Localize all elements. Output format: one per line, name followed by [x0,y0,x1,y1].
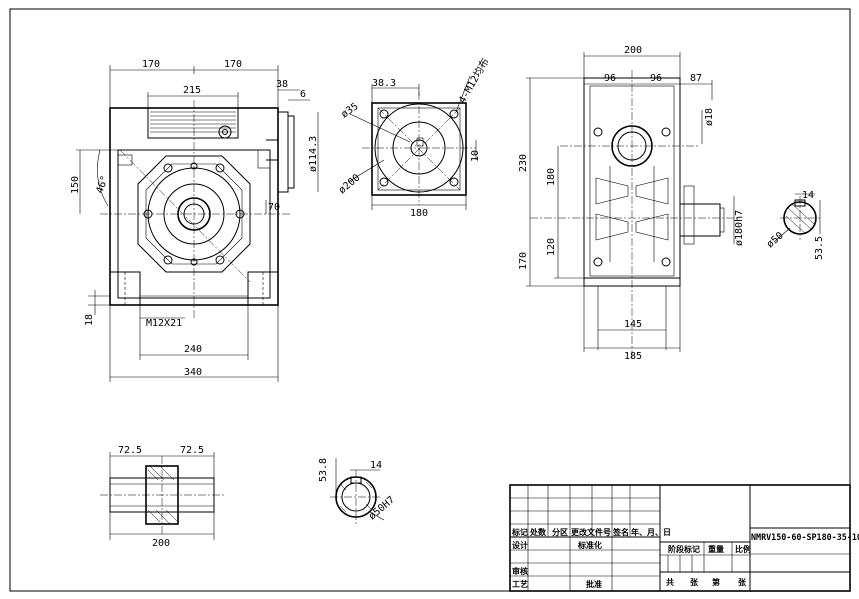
dim-hollow-left: 72.5 [118,445,142,456]
shaft-section [773,193,821,243]
dim-flange-thk: 6 [300,89,306,100]
dim-angle: 46° [94,174,111,195]
hollow-shaft [100,452,224,540]
dim-half-left: 170 [142,59,160,70]
drawing-border [9,8,851,592]
dim-pcd: ø200 [337,172,363,196]
front-view [76,65,319,382]
dim-flange-offset: 38 [276,79,288,90]
dim-side-upper: 180 [546,168,557,186]
dim-hollow-right: 72.5 [180,445,204,456]
tb-process: 工艺 [512,579,528,589]
tb-sign: 签名 [612,527,629,537]
tb-date: 年、月、日 [631,527,671,537]
tb-approve: 批准 [586,579,602,589]
tb-mark: 标记 [511,527,528,537]
dim-side-overall: 200 [624,45,642,56]
dim-base-thk: 18 [84,314,95,326]
flange-view [347,75,477,210]
dim-flange-dia: ø114.3 [308,136,319,172]
bore-section-labels: 53.8 14 ø50H7 [318,458,397,522]
tb-model: NMRV150-60-SP180-35-10 [751,532,859,542]
hollow-shaft-labels: 72.5 72.5 200 [118,445,204,549]
tb-page: 第 [712,577,720,587]
dim-shaft-dia: ø50 [765,230,786,250]
dim-output-dia: ø180h7 [734,210,745,246]
side-view-labels: 200 96 96 87 ø18 230 180 120 170 ø180h7 … [518,45,745,362]
title-block-labels: 标记 处数 分区 更改文件号 签名 年、月、日 设计 标准化 审核 工艺 批准 … [511,527,859,589]
bore-section [330,458,385,524]
dim-shaft-key-w: 14 [802,190,814,201]
tb-count: 处数 [529,527,547,537]
dim-overall-width: 340 [184,367,202,378]
tb-scale: 比例 [735,544,751,554]
title-block [509,484,851,592]
tb-zone: 分区 [552,527,568,537]
dim-shaft-ext: 87 [690,73,702,84]
tb-sheets: 张 [690,578,699,587]
front-view-labels: 170 170 215 38 6 ø114.3 150 46° 70 18 M1… [70,59,319,378]
dim-height: 150 [70,176,81,194]
dim-foot-inner: 145 [624,319,642,330]
side-view [526,52,740,360]
dim-side-left: 96 [604,73,616,84]
dim-bore-key-w: 14 [370,460,382,471]
dim-flange-view-width: 180 [410,208,428,219]
dim-centre-h: 170 [518,252,529,270]
dim-key: 10 [470,150,481,162]
tb-change-doc: 更改文件号 [571,527,611,537]
dim-flange-view-offset: 38.3 [372,78,396,89]
dim-holes: 4-M12均布 [456,56,491,105]
tb-review: 审核 [512,566,528,576]
dim-hollow-length: 200 [152,538,170,549]
tb-standardize: 标准化 [577,540,602,550]
dim-bore-key-h: 53.8 [318,458,329,482]
dim-top-width: 215 [183,85,201,96]
tb-weight: 重量 [708,544,724,554]
dim-foot-offset: 70 [268,202,280,213]
tb-sheets-2: 张 [738,578,747,587]
dim-bolt: M12X21 [146,318,182,329]
tb-design: 设计 [512,540,528,550]
dim-bore-dia: ø50H7 [367,495,397,523]
dim-side-height: 230 [518,154,529,172]
dim-foot-span: 240 [184,344,202,355]
tb-stage-mark: 阶段标记 [668,544,700,554]
dim-side-right: 96 [650,73,662,84]
tb-total: 共 [666,577,674,587]
dim-foot-outer: 185 [624,351,642,362]
dim-side-lower: 120 [546,238,557,256]
dim-half-right: 170 [224,59,242,70]
dim-shaft-key-h: 53.5 [814,236,825,260]
dim-input-dia: ø18 [704,108,715,126]
